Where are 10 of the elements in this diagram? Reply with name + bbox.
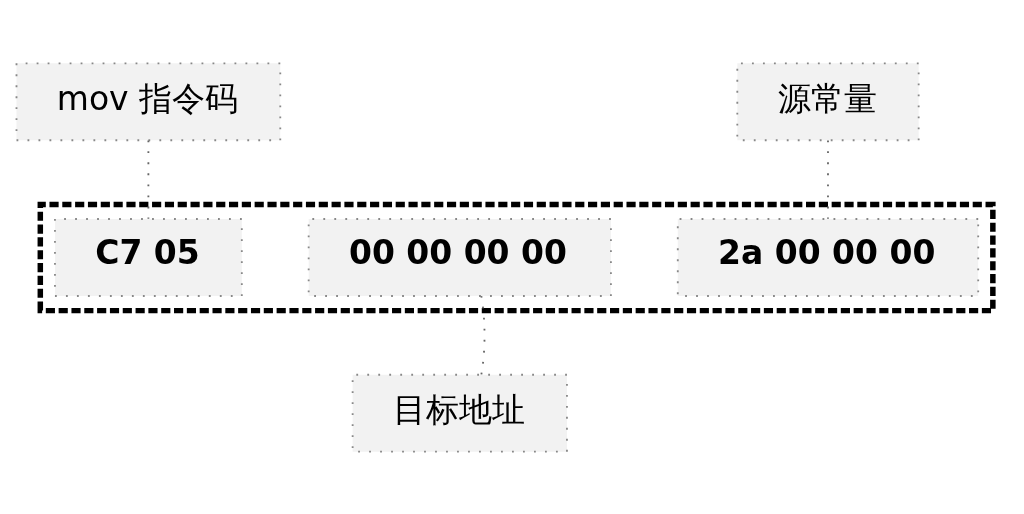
cluster xyxy=(37,201,996,313)
node-box: 2a 00 00 00 xyxy=(676,217,980,297)
node-box: C7 05 xyxy=(54,217,243,297)
node-box: 源常量 xyxy=(736,61,920,141)
node-box: mov 指令码 xyxy=(15,61,282,141)
connector xyxy=(827,139,829,220)
connector xyxy=(480,294,486,375)
node-box: 目标地址 xyxy=(351,373,568,453)
connector xyxy=(147,139,150,220)
node-box: 00 00 00 00 xyxy=(307,217,612,297)
